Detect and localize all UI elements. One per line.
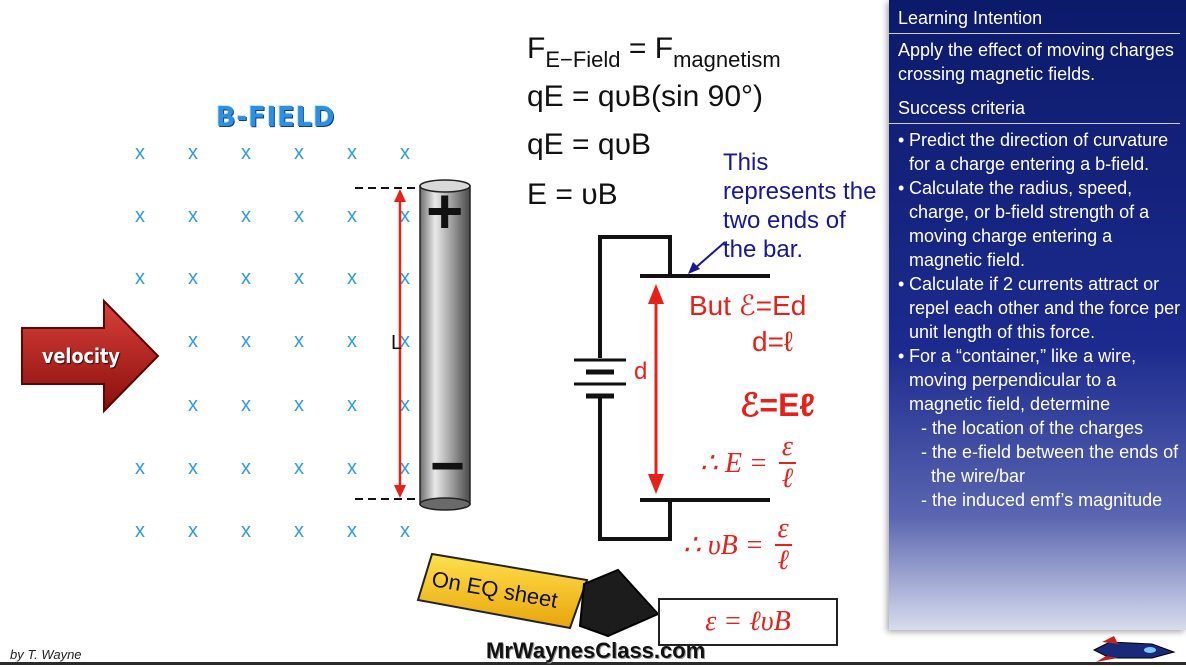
- field-x-mark: x: [135, 205, 145, 227]
- criteria-item: For a “container,” like a wire, moving p…: [898, 344, 1182, 416]
- conducting-bar: [419, 179, 471, 511]
- field-x-mark: x: [347, 520, 357, 542]
- field-x-mark: x: [400, 457, 410, 479]
- circuit-diagram: [574, 235, 770, 541]
- therefore-e-equation: ∴ E = ε ℓ: [700, 432, 796, 494]
- criteria-list: Predict the direction of curvature for a…: [889, 124, 1186, 416]
- field-x-mark: x: [400, 205, 410, 227]
- intention-text: Apply the effect of moving charges cross…: [898, 40, 1174, 84]
- equation-force-balance: FE−Field = Fmagnetism: [527, 32, 781, 72]
- field-x-mark: x: [294, 330, 304, 352]
- site-name: MrWaynesClass.com: [486, 638, 706, 663]
- subcriteria-item: - the location of the charges: [921, 418, 1144, 438]
- field-x-mark: x: [188, 394, 198, 416]
- field-x-mark: x: [241, 394, 251, 416]
- rocket-logo-icon: [1092, 636, 1176, 662]
- field-x-mark: x: [400, 394, 410, 416]
- velocity-label: velocity: [42, 344, 120, 368]
- field-x-mark: x: [135, 142, 145, 164]
- field-x-mark: x: [241, 142, 251, 164]
- field-x-mark: x: [241, 457, 251, 479]
- field-x-mark: x: [400, 142, 410, 164]
- field-x-mark: x: [294, 205, 304, 227]
- field-x-mark: x: [294, 267, 304, 289]
- ends-note: This represents the two ends of the bar.: [723, 149, 877, 263]
- final-formula: ε = ℓυB: [705, 606, 791, 637]
- bfield-title: B-FIELD: [216, 100, 336, 133]
- field-x-mark: x: [294, 142, 304, 164]
- field-x-mark: x: [294, 394, 304, 416]
- final-formula-box: ε = ℓυB: [658, 598, 838, 646]
- author-credit: by T. Wayne: [10, 647, 82, 662]
- field-x-mark: x: [188, 267, 198, 289]
- criteria-item: Calculate the radius, speed, charge, or …: [898, 176, 1182, 272]
- field-x-mark: x: [241, 205, 251, 227]
- eq-sheet-arrow: [416, 552, 660, 638]
- criteria-item: Calculate if 2 currents attract or repel…: [898, 272, 1182, 344]
- intention-title: Learning Intention: [889, 0, 1180, 34]
- field-x-mark: x: [188, 205, 198, 227]
- field-x-mark: x: [347, 267, 357, 289]
- field-x-mark: x: [400, 330, 410, 352]
- field-x-mark: x: [135, 267, 145, 289]
- field-x-mark: x: [135, 520, 145, 542]
- emf-el: ℰ=Eℓ: [740, 387, 816, 423]
- criteria-title: Success criteria: [889, 90, 1180, 124]
- field-x-mark: x: [135, 457, 145, 479]
- emf-but-ed: But ℰ=Ed: [689, 290, 807, 321]
- length-marker: [355, 187, 425, 500]
- equation-qe-qvb-sin: qE = qυB(sin 90°): [527, 80, 764, 113]
- field-x-mark: x: [188, 520, 198, 542]
- length-label: L: [391, 332, 403, 354]
- field-x-mark: x: [294, 457, 304, 479]
- positive-sign: +: [426, 175, 464, 247]
- field-x-mark: x: [400, 267, 410, 289]
- subcriteria-item: - the induced emf’s magnitude: [921, 490, 1163, 510]
- therefore-vb-equation: ∴ υB = ε ℓ: [683, 514, 792, 576]
- field-x-mark: x: [347, 457, 357, 479]
- equation-e-vb: E = υB: [527, 178, 618, 211]
- distance-label: d: [634, 358, 648, 385]
- field-x-mark: x: [347, 330, 357, 352]
- d-equals-l: d=ℓ: [752, 326, 793, 357]
- field-x-mark: x: [347, 142, 357, 164]
- subcriteria-list: - the location of the charges - the e-fi…: [889, 416, 1186, 512]
- field-x-mark: x: [241, 330, 251, 352]
- footer-divider: [0, 662, 1186, 665]
- equation-qe-qvb: qE = qυB: [527, 128, 651, 161]
- velocity-arrow-icon: [21, 298, 160, 414]
- field-x-mark: x: [347, 205, 357, 227]
- field-x-mark: x: [294, 520, 304, 542]
- learning-panel: Learning Intention Apply the effect of m…: [889, 0, 1186, 630]
- field-x-mark: x: [188, 142, 198, 164]
- field-x-mark: x: [188, 457, 198, 479]
- field-x-mark: x: [241, 520, 251, 542]
- field-x-mark: x: [347, 394, 357, 416]
- field-x-mark: x: [241, 267, 251, 289]
- field-x-mark: x: [188, 330, 198, 352]
- criteria-item: Predict the direction of curvature for a…: [898, 128, 1182, 176]
- negative-sign: −: [430, 432, 466, 499]
- field-x-mark: x: [400, 520, 410, 542]
- subcriteria-item: - the e-field between the ends of the wi…: [921, 442, 1179, 486]
